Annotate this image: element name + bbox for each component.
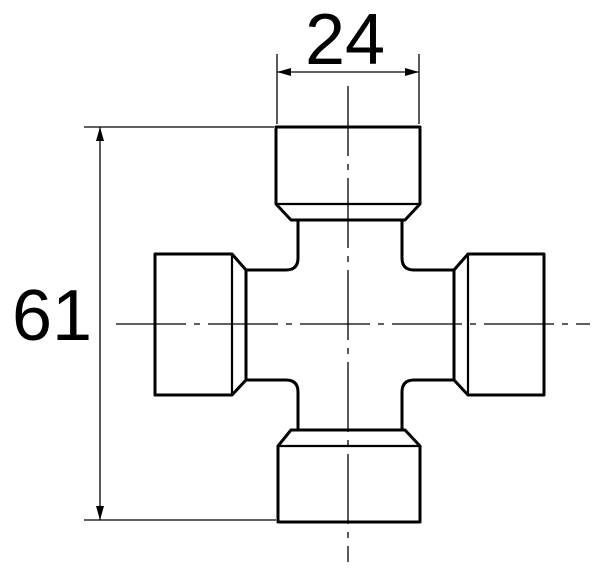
height-dimension: 61 — [12, 126, 276, 521]
bottom-bearing-cap — [276, 428, 422, 524]
height-dimension-label: 61 — [12, 276, 92, 356]
cross-body — [244, 218, 456, 432]
width-dimension-label: 24 — [305, 0, 385, 80]
width-dimension: 24 — [276, 0, 420, 124]
